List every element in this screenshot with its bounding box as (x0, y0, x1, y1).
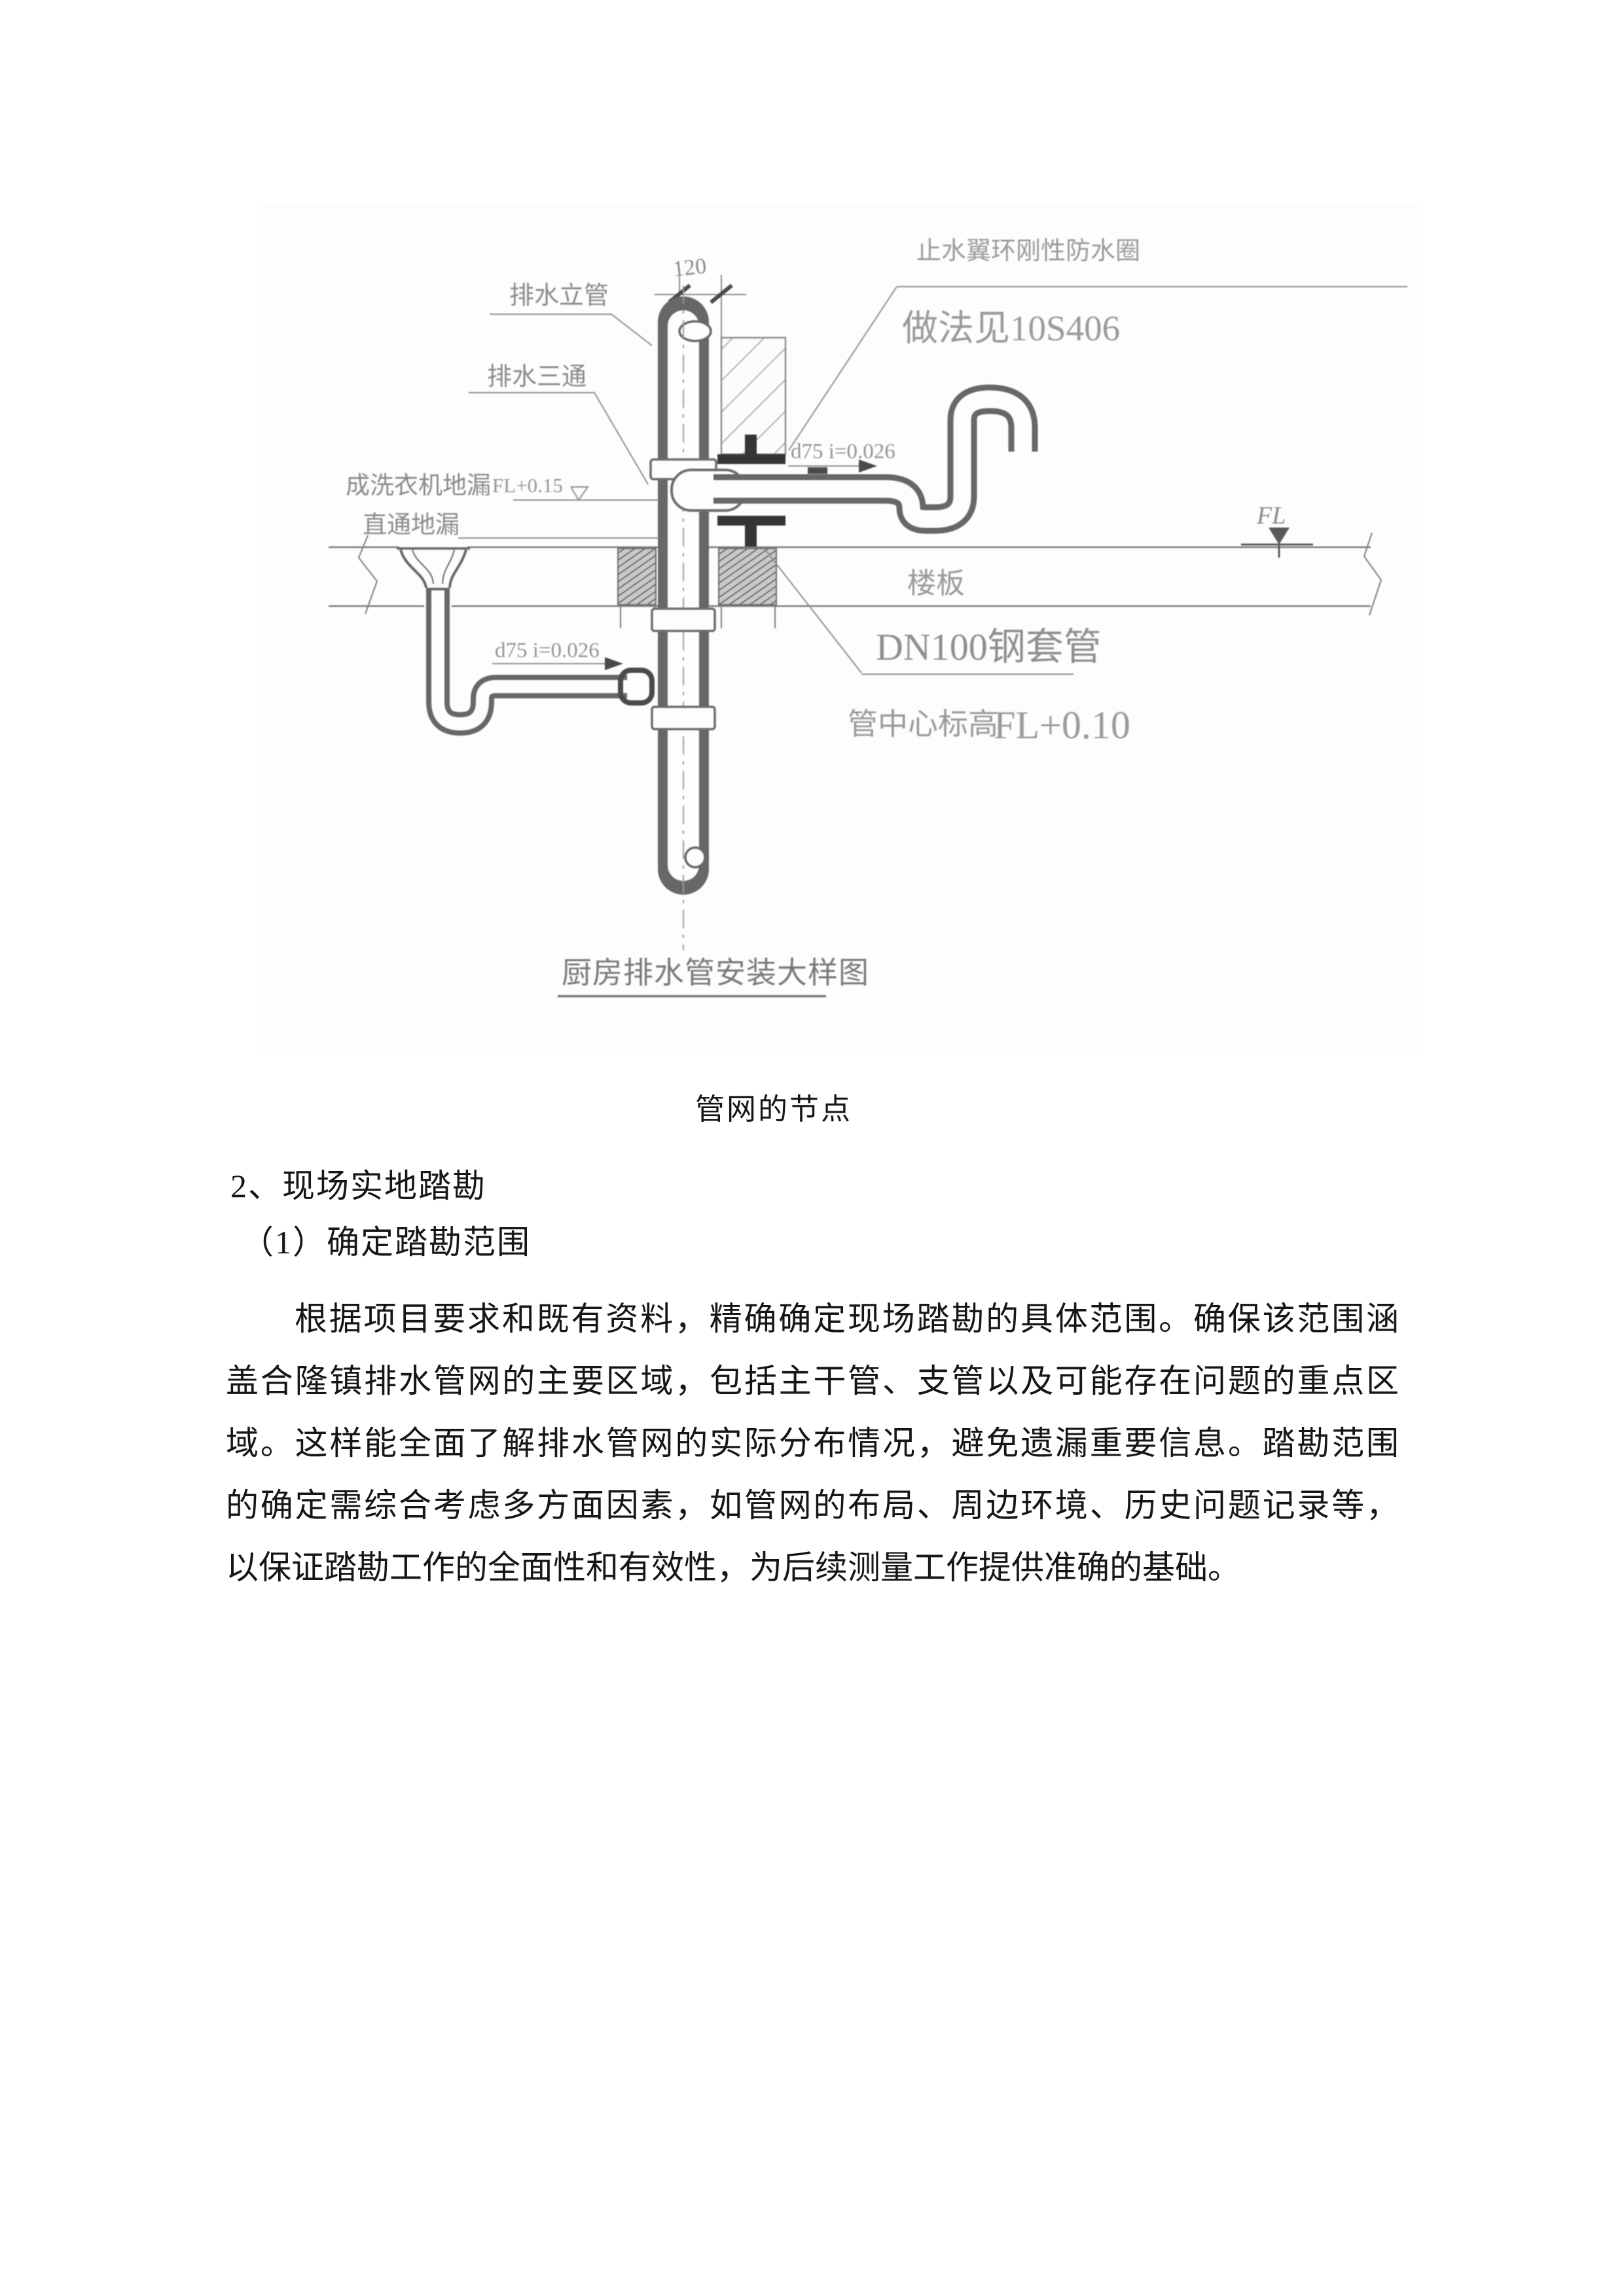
dim-120-label: 120 (672, 254, 708, 281)
slope-upper-arrow (859, 459, 877, 473)
section-heading: 2、现场实地踏勘 (230, 1168, 486, 1204)
fl-level-symbol (1241, 528, 1313, 558)
slope-lower-label: d75 i=0.026 (495, 639, 600, 662)
washer-level-label: FL+0.15 (492, 474, 563, 497)
center-elev-label: 管中心标高 (848, 708, 998, 741)
washer-drain-label: 成洗衣机地漏 (346, 472, 491, 499)
slope-upper-label: d75 i=0.026 (791, 440, 895, 463)
sleeve-label: DN100钢套管 (876, 626, 1102, 668)
fl-label: FL (1256, 502, 1286, 529)
slab-label: 楼板 (907, 567, 965, 600)
paragraph-line: 的确定需综合考虑多方面因素，如管网的布局、周边环境、历史问题记录等， (226, 1487, 1399, 1524)
waterstop-label-1: 止水翼环刚性防水圈 (916, 238, 1140, 265)
figure-title: 管网的节点 (695, 1093, 853, 1126)
scan-background (257, 204, 1422, 1055)
branch-standpipe (713, 384, 1038, 534)
slope-lower-arrow (605, 657, 623, 670)
waterstop-label-2: 做法见10S406 (902, 308, 1120, 348)
paragraph-line: 以保证踏勘工作的全面性和有效性，为后续测量工作提供准确的基础。 (226, 1549, 1240, 1586)
riser-label: 排水立管 (509, 282, 609, 310)
section-subheading: （1）确定踏勘范围 (241, 1224, 531, 1261)
center-elev-value: FL+0.10 (994, 704, 1130, 747)
paragraph-line: 盖合隆镇排水管网的主要区域，包括主干管、支管以及可能存在问题的重点区 (226, 1363, 1399, 1399)
floor-slab (329, 532, 1382, 616)
paragraph-line: 域。这样能全面了解排水管网的实际分布情况，避免遗漏重要信息。踏勘范围 (226, 1425, 1399, 1462)
leader-lines (458, 286, 1407, 675)
waterstop-seals (717, 435, 785, 547)
tee-label: 排水三通 (487, 363, 586, 391)
paragraph-line: 根据项目要求和既有资料，精确确定现场踏勘的具体范围。确保该范围涵 (295, 1300, 1399, 1337)
floor-drain-trap (397, 547, 655, 736)
figure-caption: 厨房排水管安装大样图 (562, 956, 869, 990)
straight-drain-label: 直通地漏 (363, 512, 460, 539)
drain-stack (658, 285, 712, 950)
sleeve-hatch (617, 548, 777, 628)
